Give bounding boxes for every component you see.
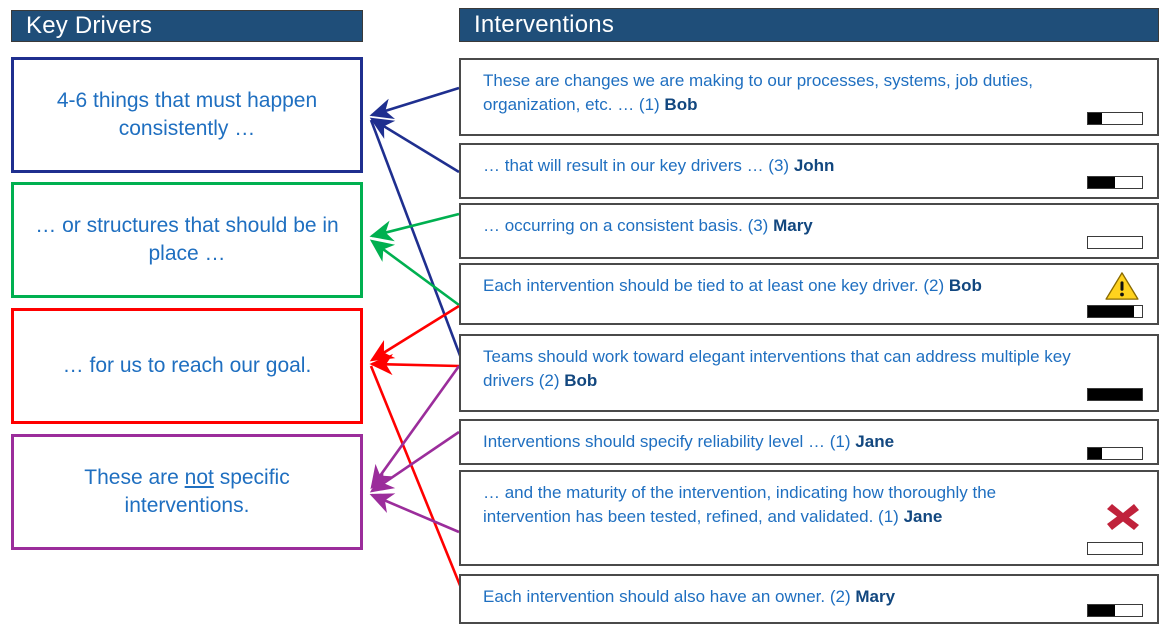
intervention-owner-5: Bob xyxy=(564,371,598,391)
intervention-owner-3: Mary xyxy=(773,216,813,235)
driver-text-purple-before: These are xyxy=(84,465,185,489)
driver-text-purple-emphasis: not xyxy=(184,465,214,489)
intervention-body-7: … and the maturity of the intervention, … xyxy=(483,483,997,527)
key-drivers-header-label: Key Drivers xyxy=(26,12,153,39)
progress-bar-3[interactable] xyxy=(1087,236,1143,249)
intervention-body-1: These are changes we are making to our p… xyxy=(483,71,1033,115)
intervention-text-7: … and the maturity of the intervention, … xyxy=(483,481,1083,529)
key-driver-box-red[interactable]: … for us to reach our goal. xyxy=(11,308,363,424)
driver-text-navy-main: 4-6 things that must happen consistently… xyxy=(56,88,318,140)
driver-text-green-main: … or structures that should be in place … xyxy=(35,213,339,265)
intervention-owner-7: Jane xyxy=(903,507,943,527)
intervention-row-3[interactable]: … occurring on a consistent basis. (3) M… xyxy=(459,203,1159,259)
interventions-header-label: Interventions xyxy=(474,11,615,38)
progress-bar-1[interactable] xyxy=(1087,112,1143,125)
intervention-body-8: Each intervention should also have an ow… xyxy=(483,587,856,606)
intervention-text-2: … that will result in our key drivers … … xyxy=(483,154,1083,178)
progress-bar-7[interactable] xyxy=(1087,542,1143,555)
key-driver-text-purple: These are not specific interventions. xyxy=(30,464,344,521)
key-driver-box-green[interactable]: … or structures that should be in place … xyxy=(11,182,363,298)
interventions-header: Interventions xyxy=(459,8,1159,42)
progress-bar-fill-1 xyxy=(1088,113,1102,124)
intervention-text-6: Interventions should specify reliability… xyxy=(483,430,1083,454)
intervention-text-1: These are changes we are making to our p… xyxy=(483,69,1083,117)
intervention-row-5[interactable]: Teams should work toward elegant interve… xyxy=(459,334,1159,412)
driver-text-purple-after: specific interventions. xyxy=(124,465,290,517)
intervention-owner-1: Bob xyxy=(664,95,698,115)
key-driver-box-navy[interactable]: 4-6 things that must happen consistently… xyxy=(11,57,363,173)
intervention-row-8[interactable]: Each intervention should also have an ow… xyxy=(459,574,1159,624)
progress-bar-4[interactable] xyxy=(1087,305,1143,318)
key-driver-text-green: … or structures that should be in place … xyxy=(30,212,344,269)
intervention-text-4: Each intervention should be tied to at l… xyxy=(483,274,1083,298)
intervention-owner-2: John xyxy=(793,156,835,175)
progress-bar-6[interactable] xyxy=(1087,447,1143,460)
driver-text-red-main: … for us to reach our goal. xyxy=(62,353,312,377)
progress-bar-fill-4 xyxy=(1088,306,1134,317)
progress-bar-fill-8 xyxy=(1088,605,1115,616)
intervention-body-2: … that will result in our key drivers … … xyxy=(483,156,794,175)
intervention-body-3: … occurring on a consistent basis. (3) xyxy=(483,216,774,235)
intervention-text-8: Each intervention should also have an ow… xyxy=(483,585,1083,609)
error-icon xyxy=(1105,500,1141,532)
progress-bar-fill-2 xyxy=(1088,177,1115,188)
intervention-row-2[interactable]: … that will result in our key drivers … … xyxy=(459,143,1159,199)
progress-bar-2[interactable] xyxy=(1087,176,1143,189)
intervention-body-4: Each intervention should be tied to at l… xyxy=(483,276,949,295)
intervention-body-5: Teams should work toward elegant interve… xyxy=(483,347,1071,391)
progress-bar-fill-6 xyxy=(1088,448,1102,459)
key-driver-text-navy: 4-6 things that must happen consistently… xyxy=(30,87,344,144)
intervention-text-3: … occurring on a consistent basis. (3) M… xyxy=(483,214,1083,238)
key-drivers-header: Key Drivers xyxy=(11,10,363,42)
intervention-row-4[interactable]: Each intervention should be tied to at l… xyxy=(459,263,1159,325)
intervention-row-6[interactable]: Interventions should specify reliability… xyxy=(459,419,1159,465)
progress-bar-5[interactable] xyxy=(1087,388,1143,401)
key-driver-box-purple[interactable]: These are not specific interventions. xyxy=(11,434,363,550)
intervention-row-7[interactable]: … and the maturity of the intervention, … xyxy=(459,470,1159,566)
intervention-text-5: Teams should work toward elegant interve… xyxy=(483,345,1083,393)
progress-bar-fill-5 xyxy=(1088,389,1142,400)
intervention-owner-8: Mary xyxy=(855,587,896,606)
progress-bar-8[interactable] xyxy=(1087,604,1143,617)
warning-icon xyxy=(1105,271,1139,301)
key-driver-text-red: … for us to reach our goal. xyxy=(63,352,312,380)
intervention-owner-6: Jane xyxy=(855,432,895,451)
intervention-row-1[interactable]: These are changes we are making to our p… xyxy=(459,58,1159,136)
intervention-owner-4: Bob xyxy=(948,276,982,295)
intervention-body-6: Interventions should specify reliability… xyxy=(483,432,856,451)
